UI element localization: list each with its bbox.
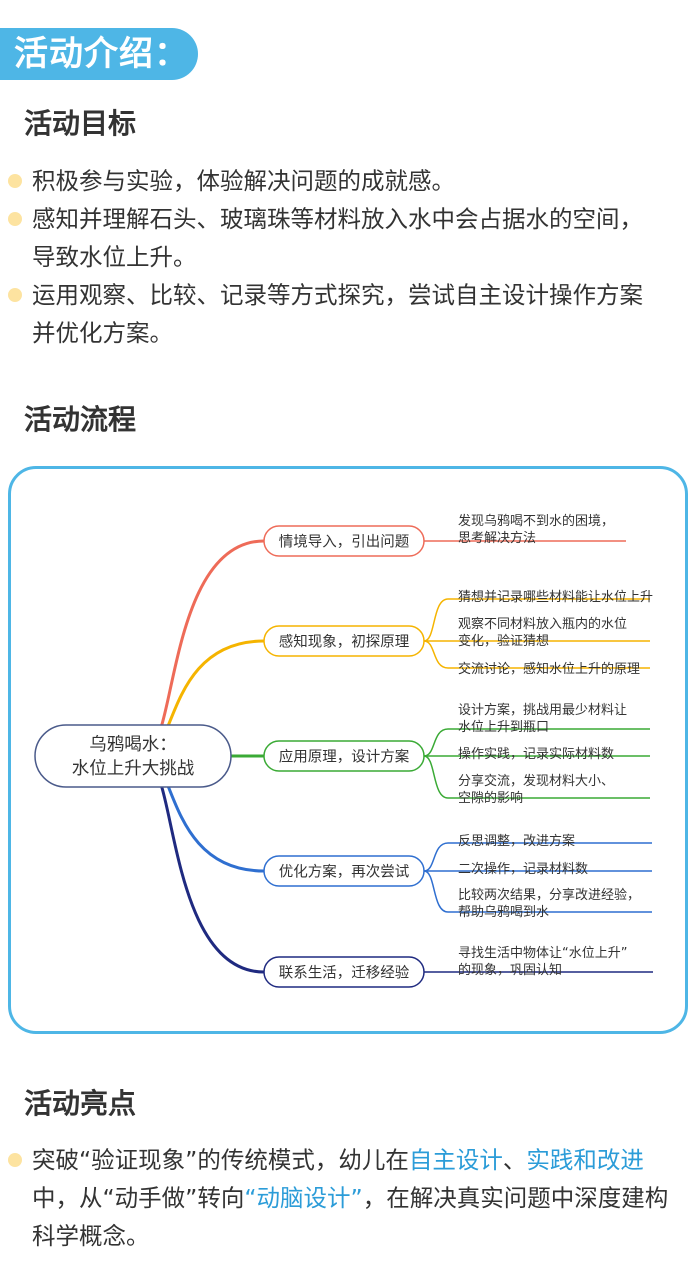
mindmap-frame [8,466,688,1034]
highlight-part-emphasis: “动脑设计” [244,1184,363,1212]
branch-node-label: 联系生活，迁移经验 [279,965,410,982]
bullet-dot-icon [8,174,22,188]
leaf-connector [423,640,650,669]
list-item-line: 感知并理解石头、玻璃珠等材料放入水中会占据水的空间， [32,205,643,233]
process-heading-text: 活动流程 [24,403,137,436]
goals-heading-text: 活动目标 [24,107,137,140]
branch-node-label: 优化方案，再次尝试 [279,863,410,881]
list-item: 积极参与实验，体验解决问题的成就感。 [0,162,700,200]
leaf-connector [423,728,650,757]
leaf-label: 交流讨论，感知水位上升的原理 [458,661,640,677]
leaf-label: 设计方案，挑战用最少材料让水位上升到瓶口 [458,702,627,735]
highlight-part: 、 [502,1146,527,1174]
highlight-part: 中，从“动手做”转向 [32,1184,245,1212]
list-item-line: 导致水位上升。 [32,243,197,271]
highlight-part-emphasis: 实践和改进 [526,1146,644,1174]
leaf-connector [423,755,650,799]
leaf-label: 观察不同材料放入瓶内的水位变化，验证猜想 [458,616,627,649]
branch-node-label: 感知现象，初探原理 [279,634,410,651]
leaf-label: 反思调整，改进方案 [458,833,575,849]
leaf-label: 猜想并记录哪些材料能让水位上升 [458,589,653,605]
leaf-label: 寻找生活中物体让“水位上升”的现象，巩固认知 [458,946,627,978]
process-heading: 活动流程 [10,402,147,438]
leaf-connector [423,842,652,872]
branch-node-label: 应用原理，设计方案 [279,748,410,766]
leaf-connector [423,598,650,642]
list-item: 感知并理解石头、玻璃珠等材料放入水中会占据水的空间， 导致水位上升。 [0,200,700,276]
list-item: 运用观察、比较、记录等方式探究，尝试自主设计操作方案 并优化方案。 [0,276,700,352]
leaf-label: 比较两次结果，分享改进经验，帮助乌鸦喝到水 [458,887,640,920]
bullet-dot-icon [8,288,22,302]
highlight-part-emphasis: 自主设计 [408,1146,503,1174]
highlights-heading: 活动亮点 [10,1086,147,1122]
root-node-label: 乌鸦喝水：水位上升大挑战 [72,735,195,779]
list-item-line: 运用观察、比较、记录等方式探究，尝试自主设计操作方案 [32,281,643,309]
goals-list: 积极参与实验，体验解决问题的成就感。 感知并理解石头、玻璃珠等材料放入水中会占据… [0,162,700,352]
leaf-connector [423,870,652,913]
highlights-list: 突破“验证现象”的传统模式，幼儿在自主设计、实践和改进中，从“动手做”转向“动脑… [0,1141,700,1255]
branch-node-label: 情境导入，引出问题 [279,533,410,551]
page-title: 活动介绍： [0,28,198,80]
leaf-label: 二次操作，记录材料数 [458,861,588,877]
root-node [34,724,232,788]
leaf-label: 发现乌鸦喝不到水的困境，思考解决方法 [458,513,614,546]
goals-heading: 活动目标 [10,106,147,142]
bullet-dot-icon [8,1153,22,1167]
highlight-part: ，在解决真实问题中深度建构科学概念。 [32,1184,669,1250]
leaf-label: 分享交流，发现材料大小、空隙的影响 [458,773,614,806]
leaf-label: 操作实践，记录实际材料数 [458,746,614,762]
bullet-dot-icon [8,212,22,226]
highlight-part: 突破“验证现象”的传统模式，幼儿在 [32,1146,409,1174]
highlights-heading-text: 活动亮点 [24,1087,137,1120]
list-item-line: 积极参与实验，体验解决问题的成就感。 [32,167,455,195]
list-item-line: 并优化方案。 [32,319,173,347]
list-item: 突破“验证现象”的传统模式，幼儿在自主设计、实践和改进中，从“动手做”转向“动脑… [0,1141,700,1255]
